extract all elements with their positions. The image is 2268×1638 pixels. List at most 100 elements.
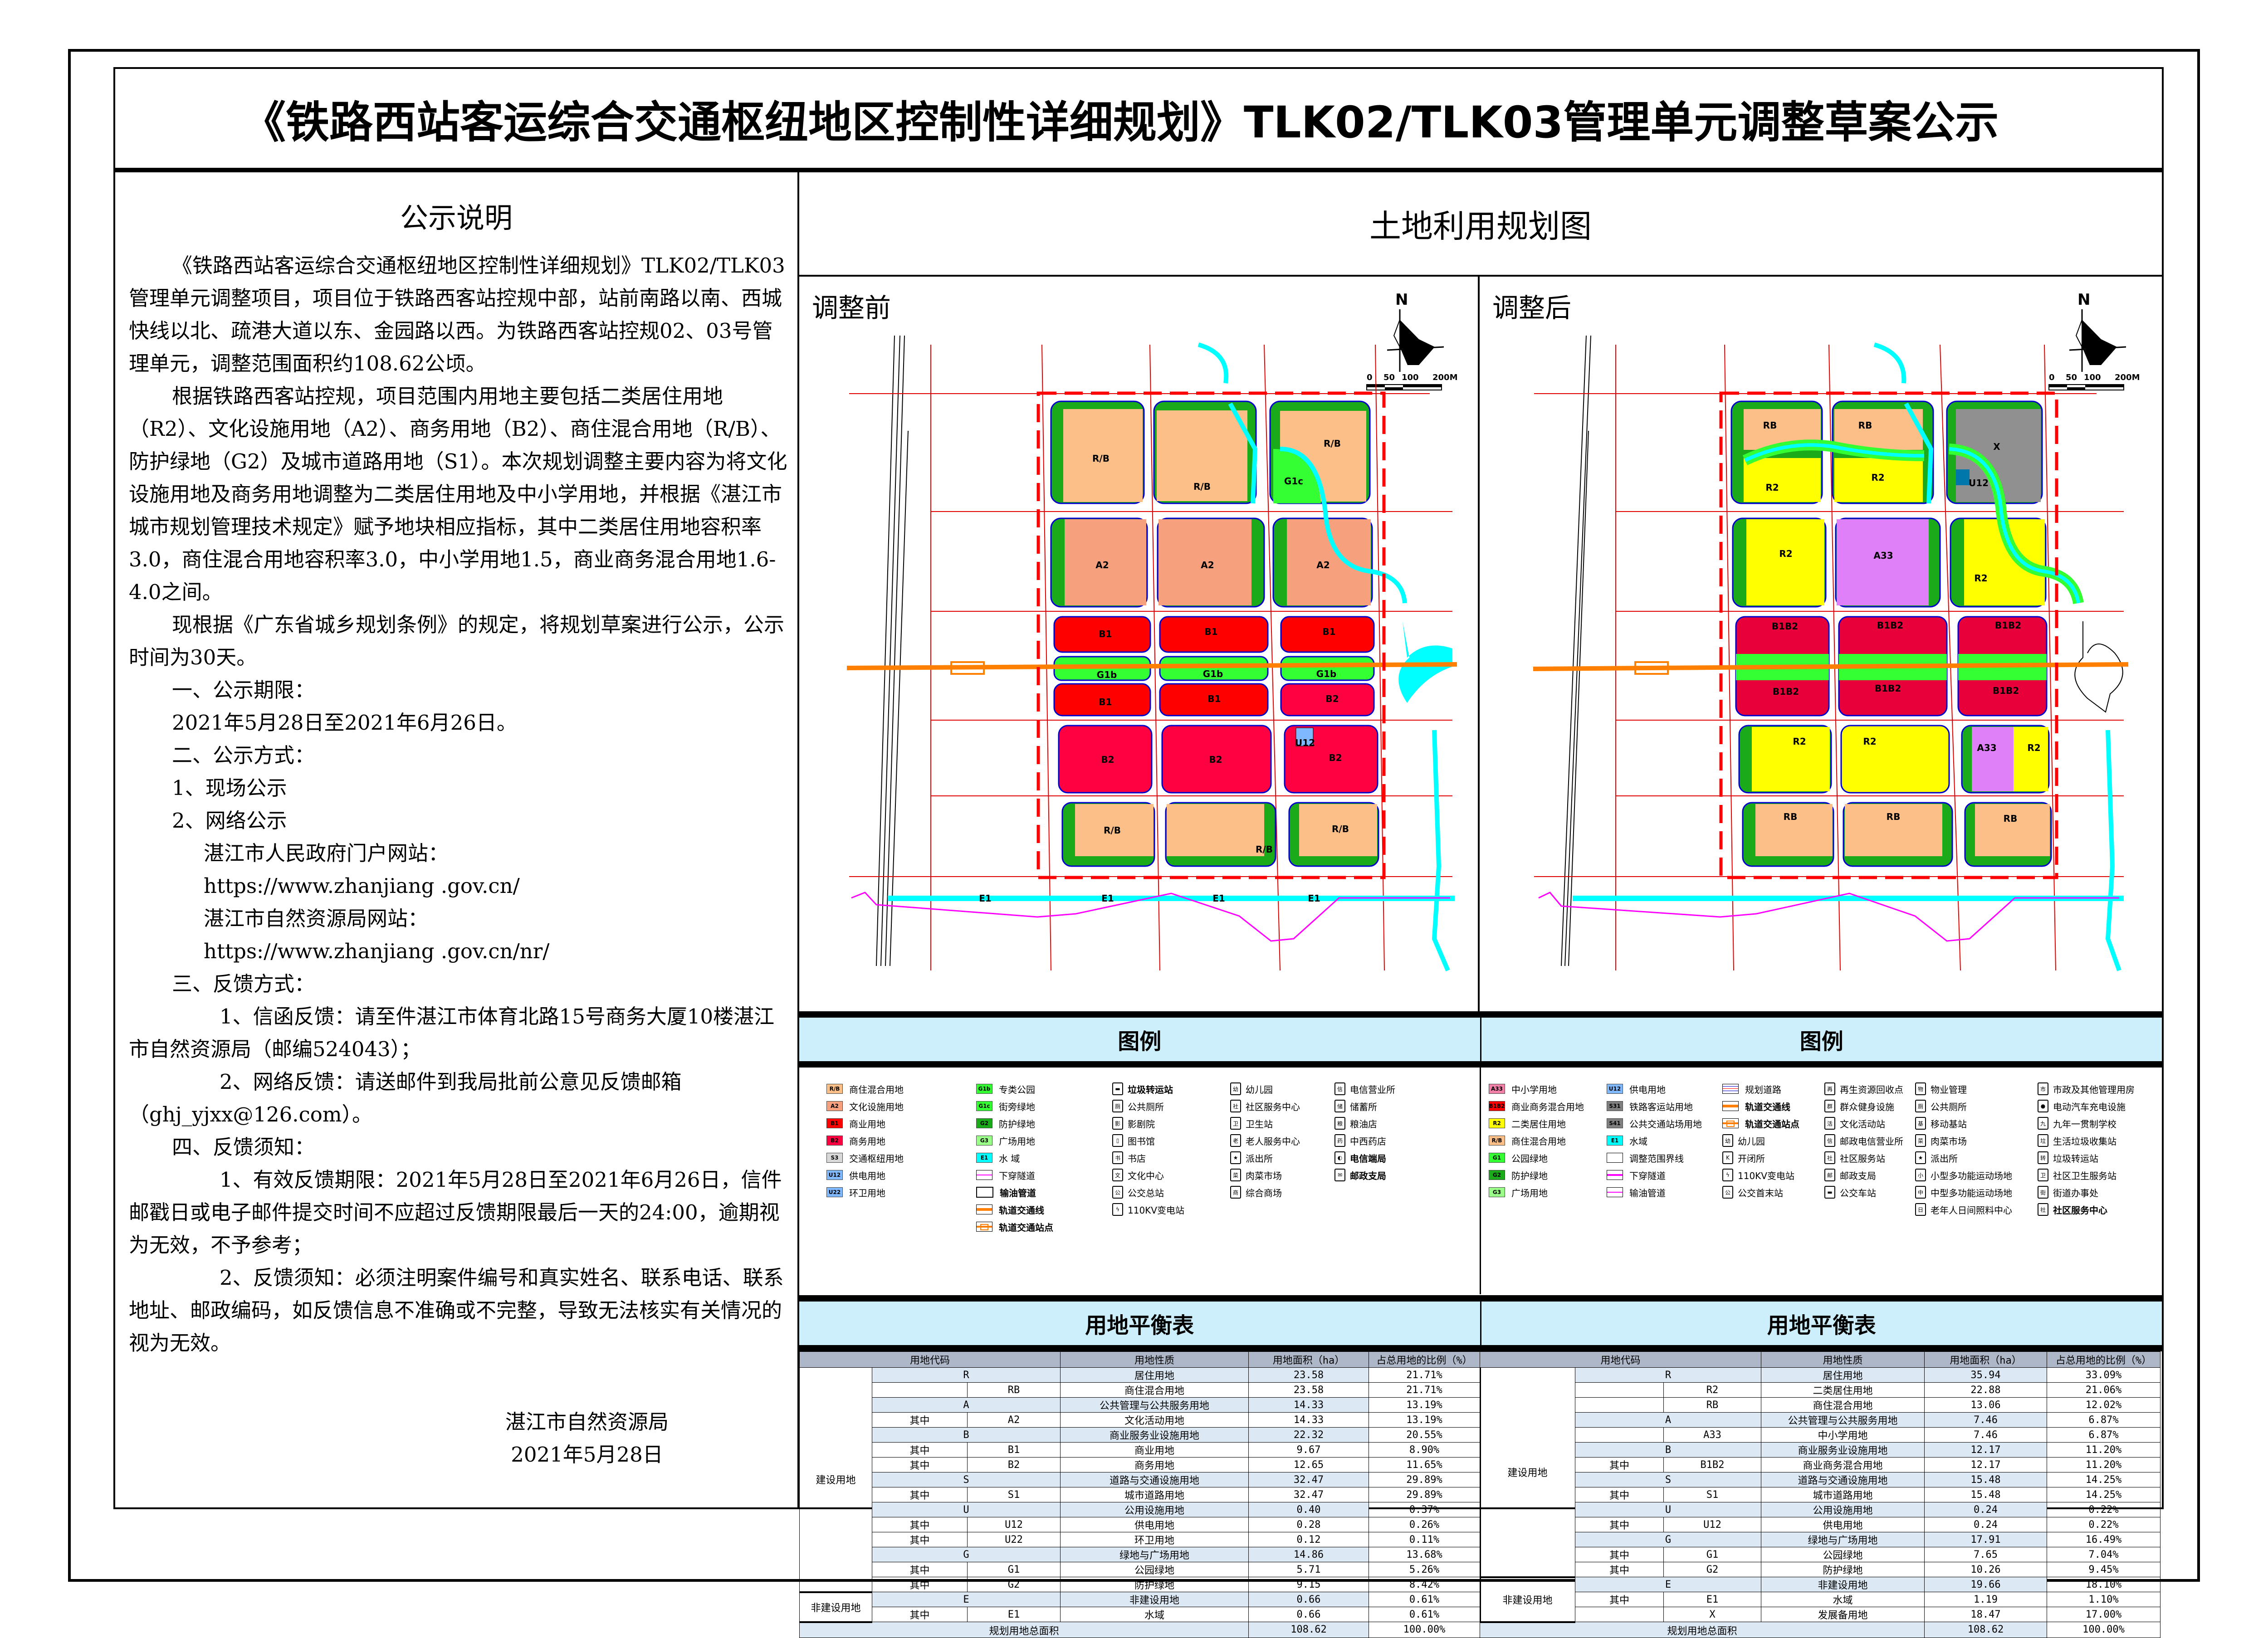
sub-cell: 其中 [1575, 1487, 1664, 1502]
area-cell: 23.58 [1248, 1382, 1369, 1398]
legend-header-bar: 图例 图例 [799, 1011, 2162, 1068]
swatch-s3: S3 [826, 1153, 843, 1163]
name-cell: 城市道路用地 [1761, 1487, 1925, 1502]
legend-item: 转垃圾转运站 [2038, 1149, 2135, 1166]
method-item: 1、现场公示 [172, 776, 287, 800]
area-cell: 12.17 [1924, 1457, 2048, 1472]
balance-title-before: 用地平衡表 [1085, 1313, 1194, 1338]
municipal-building-icon: 市 [2038, 1082, 2048, 1095]
sub-cell: 其中 [1575, 1517, 1664, 1532]
grain-store-icon: 粮 [1334, 1117, 1345, 1130]
legend-item: 文文化中心 [1112, 1166, 1184, 1184]
swatch-b2: B2 [826, 1136, 843, 1146]
pct-cell: 11.20% [2047, 1457, 2161, 1472]
pct-cell: 0.22% [2047, 1517, 2161, 1532]
swatch-a33: A33 [1489, 1084, 1505, 1094]
legend-item: 轨道交通线 [1722, 1097, 1799, 1115]
total-area: 108.62 [1248, 1622, 1369, 1638]
legend-item: ★派出所 [1230, 1149, 1300, 1166]
site-link[interactable]: https://www.zhanjiang .gov.cn/nr/ [204, 939, 550, 963]
svg-text:A2: A2 [1095, 560, 1109, 570]
svg-text:100: 100 [2084, 373, 2101, 382]
svg-text:R/B: R/B [1104, 825, 1121, 836]
legend-item: 基移动基站 [1915, 1115, 2012, 1132]
swatch-g1b: G1b [976, 1084, 992, 1094]
pct-cell: 21.71% [1369, 1367, 1481, 1383]
svg-text:G1b: G1b [1316, 668, 1337, 679]
svg-text:B1B2: B1B2 [1875, 683, 1901, 694]
name-cell: 公共管理与公共服务用地 [1761, 1412, 1925, 1428]
legend-item: 垃生活垃圾收集站 [2038, 1132, 2135, 1149]
area-cell: 0.12 [1248, 1532, 1369, 1547]
col-header: 用地面积（ha） [1924, 1351, 2048, 1368]
switch-station-icon: K [1722, 1151, 1733, 1164]
notice-heading: 公示说明 [400, 201, 513, 234]
code-cell: U22 [967, 1532, 1061, 1547]
pct-cell: 0.22% [2047, 1502, 2161, 1517]
tunnel-line-icon [1607, 1170, 1623, 1180]
telecom-exchange-icon: ◐ [1334, 1151, 1345, 1164]
legend-item: 小小型多功能运动场地 [1915, 1166, 2012, 1184]
svg-text:R2: R2 [1871, 472, 1884, 483]
legend-item: 街街道办事处 [2038, 1184, 2135, 1201]
area-cell: 0.66 [1248, 1607, 1369, 1622]
name-cell: 商业服务业设施用地 [1761, 1442, 1925, 1458]
area-cell: 15.48 [1924, 1472, 2048, 1487]
code-cell: B1B2 [1663, 1457, 1762, 1472]
method-item: 2、网络公示 [172, 809, 287, 833]
svg-text:RB: RB [1858, 420, 1872, 431]
sub-cell: 其中 [872, 1532, 968, 1547]
ev-charging-icon: ● [2038, 1100, 2048, 1112]
legend-item: 调整范围界线 [1607, 1149, 1702, 1166]
legend-item: 菜肉菜市场 [1230, 1166, 1300, 1184]
legend-column: 幼幼儿园 社社区服务中心 卫卫生站 老老人服务中心 ★派出所 菜肉菜市场 商综合… [1230, 1080, 1300, 1201]
area-cell: 14.86 [1248, 1547, 1369, 1562]
group-cell: 非建设用地 [1480, 1577, 1575, 1623]
swatch-rb: R/B [826, 1084, 843, 1094]
notice-body: 《铁路西站客运综合交通枢纽地区控制性详细规划》TLK02/TLK03管理单元调整… [129, 249, 791, 1360]
name-cell: 文化活动用地 [1060, 1412, 1249, 1428]
svg-text:R2: R2 [2027, 742, 2040, 753]
legend-item: 厕公共厕所 [1915, 1097, 2012, 1115]
code-cell: R2 [1663, 1382, 1762, 1398]
svg-text:A33: A33 [1977, 742, 1996, 753]
elderly-daycare-icon: 日 [1915, 1203, 1926, 1216]
area-cell: 17.91 [1924, 1532, 2048, 1547]
col-header: 用地性质 [1060, 1351, 1249, 1368]
sub-cell [1575, 1427, 1664, 1443]
swatch-rb: R/B [1489, 1136, 1505, 1146]
code-cell: G1 [967, 1562, 1061, 1577]
svg-text:R2: R2 [1765, 482, 1779, 493]
community-center-icon: 社 [2038, 1203, 2048, 1216]
area-cell: 22.88 [1924, 1382, 2048, 1398]
site-link[interactable]: https://www.zhanjiang .gov.cn/ [204, 874, 520, 898]
map-before-label: 调整前 [812, 292, 891, 323]
police-icon: ★ [1915, 1151, 1926, 1164]
culture-center-icon: 文 [1112, 1169, 1123, 1181]
group-cell: 建设用地 [799, 1367, 872, 1593]
area-cell: 12.65 [1248, 1457, 1369, 1472]
pct-cell: 33.09% [2047, 1367, 2161, 1383]
code-cell: S [1574, 1472, 1762, 1487]
legend-title-after: 图例 [1480, 1018, 2162, 1061]
notice-paragraph: 现根据《广东省城乡规划条例》的规定，将规划草案进行公示，公示时间为30天。 [129, 613, 785, 669]
garbage-collection-icon: 垃 [2038, 1134, 2048, 1147]
svg-text:N: N [2077, 291, 2090, 309]
pct-cell: 18.10% [2047, 1577, 2161, 1592]
legend-item: 药中西药店 [1334, 1132, 1395, 1149]
planned-road-icon [1722, 1084, 1739, 1094]
